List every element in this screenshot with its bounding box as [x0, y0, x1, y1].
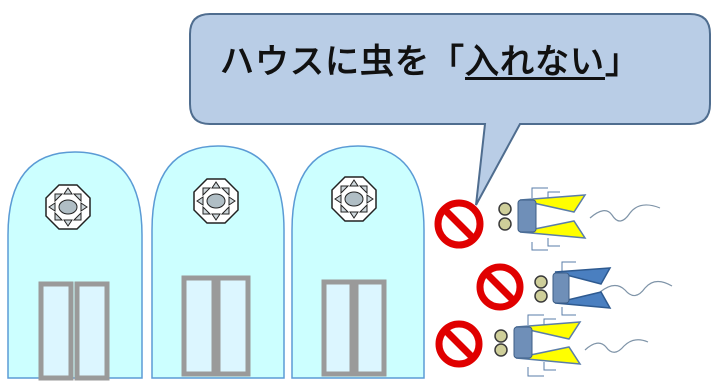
- insect-3: [435, 314, 649, 377]
- greenhouse-door: [181, 275, 251, 377]
- callout-text-emphasis: 入れない: [465, 42, 605, 82]
- greenhouse-3: [291, 145, 425, 379]
- insect-1: [434, 187, 661, 251]
- prohibition-icon: [434, 199, 484, 249]
- prohibition-icon: [435, 320, 483, 368]
- prohibition-icon: [476, 263, 524, 311]
- ventilation-fan-icon: [45, 184, 91, 230]
- greenhouse-2: [151, 145, 285, 379]
- callout-text-after: 」: [605, 42, 640, 82]
- callout-text-before: ハウスに虫を「: [220, 42, 465, 82]
- greenhouse-1: [7, 151, 143, 381]
- speech-bubble: [189, 13, 711, 206]
- greenhouse-door: [38, 281, 110, 381]
- ventilation-fan-icon: [193, 178, 239, 224]
- ventilation-fan-icon: [331, 176, 377, 222]
- greenhouse-door: [321, 279, 387, 377]
- speech-bubble-text: ハウスに虫を「入れない」: [220, 34, 640, 83]
- insect-2: [476, 261, 673, 316]
